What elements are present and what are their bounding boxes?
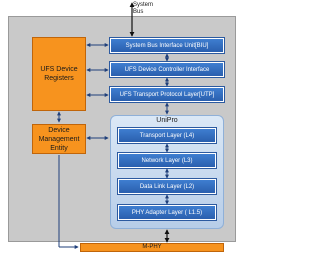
transport-layer-box: Transport Layer (L4): [118, 128, 216, 143]
ufs-device-controller-interface-box: UFS Device Controller Interface: [110, 62, 224, 77]
system-bus-interface-unit-box: System Bus Interface Unit[BIU]: [110, 38, 224, 53]
device-management-entity-box: Device Management Entity: [32, 124, 86, 154]
ufs-transport-protocol-layer-box: UFS Transport Protocol Layer[UTP]: [110, 87, 224, 102]
network-layer-box: Network Layer (L3): [118, 153, 216, 168]
ufs-device-registers-box: UFS Device Registers: [32, 37, 86, 111]
unipro-title: UniPro: [156, 117, 178, 124]
system-bus-label: System Bus: [133, 2, 154, 15]
data-link-layer-box: Data Link Layer (L2): [118, 179, 216, 194]
ufs-architecture-diagram: System Bus UFS Device Registers Device M…: [8, 2, 236, 252]
phy-adapter-layer-box: PHY Adapter Layer ( L1.5): [118, 205, 216, 220]
m-phy-box: M-PHY: [80, 243, 224, 252]
